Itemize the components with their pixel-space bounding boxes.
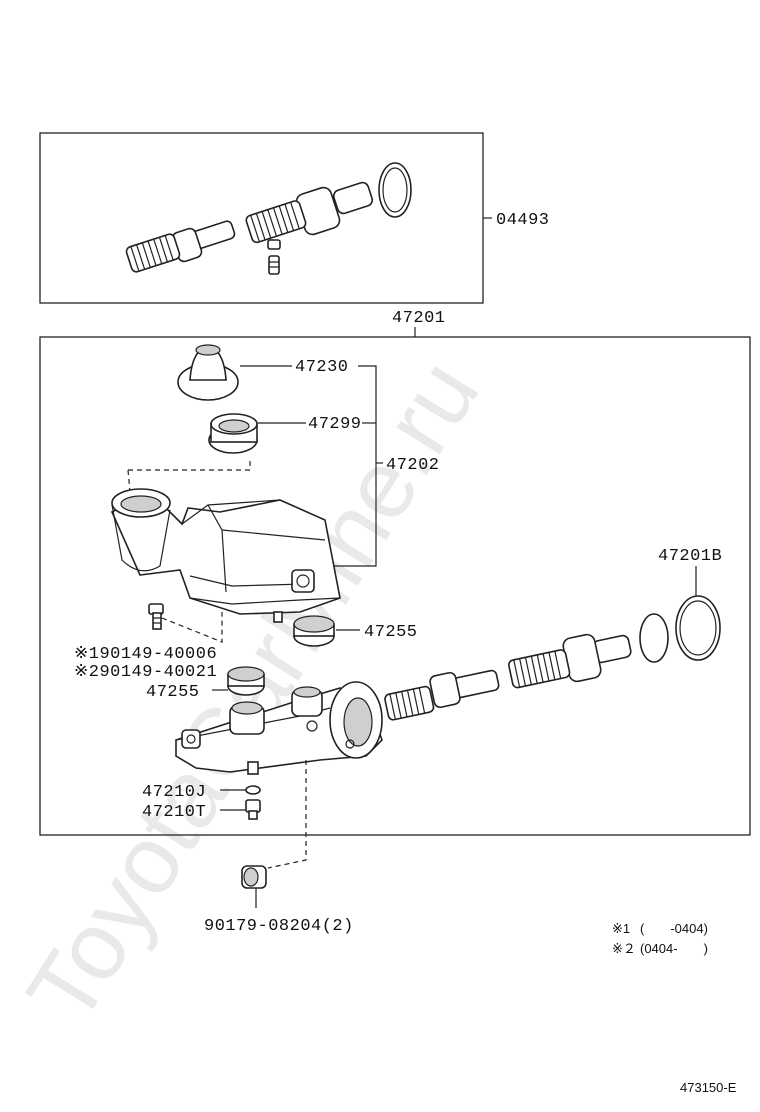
primary-piston-illustration: [508, 633, 632, 689]
master-cylinder-assembly-box: [39, 336, 751, 836]
label-47201[interactable]: 47201: [392, 309, 446, 328]
figure-code: 473150-E: [680, 1080, 737, 1095]
label-47230[interactable]: 47230: [295, 358, 349, 377]
kit-parts-illustration: [125, 162, 412, 275]
grommet-right-illustration: [293, 615, 335, 647]
grommet-left-illustration: [227, 666, 265, 696]
plug-illustration: [245, 799, 261, 820]
ring-illustration: [675, 595, 721, 661]
legend-note-1-range: ( -0404): [640, 921, 708, 936]
reservoir-strainer-illustration: [208, 413, 258, 454]
legend-note-2-range: (0404- ): [640, 941, 708, 956]
nut-illustration: [241, 865, 267, 889]
label-bolt-2[interactable]: ※290149-40021: [74, 663, 217, 682]
label-47202[interactable]: 47202: [386, 456, 440, 475]
legend-note-1-mark: ※1: [612, 921, 630, 936]
label-47299[interactable]: 47299: [308, 415, 362, 434]
label-47210j[interactable]: 47210J: [142, 783, 206, 802]
legend-note-2-mark: ※２: [612, 941, 636, 956]
label-47210t[interactable]: 47210T: [142, 803, 206, 822]
reservoir-cap-illustration: [177, 344, 239, 401]
gasket-illustration: [245, 785, 261, 795]
reservoir-tank-illustration: [110, 488, 341, 623]
reservoir-bolt-illustration: [148, 603, 164, 630]
o-ring-illustration: [639, 613, 669, 663]
label-47201b[interactable]: 47201B: [658, 547, 722, 566]
label-90179-08204[interactable]: 90179-08204(2): [204, 917, 354, 936]
label-47255-left[interactable]: 47255: [146, 683, 200, 702]
label-47255-right[interactable]: 47255: [364, 623, 418, 642]
label-04493[interactable]: 04493: [496, 211, 550, 230]
master-cylinder-body-illustration: [175, 681, 383, 775]
label-bolt-1[interactable]: ※190149-40006: [74, 645, 217, 664]
secondary-piston-illustration: [384, 669, 500, 721]
